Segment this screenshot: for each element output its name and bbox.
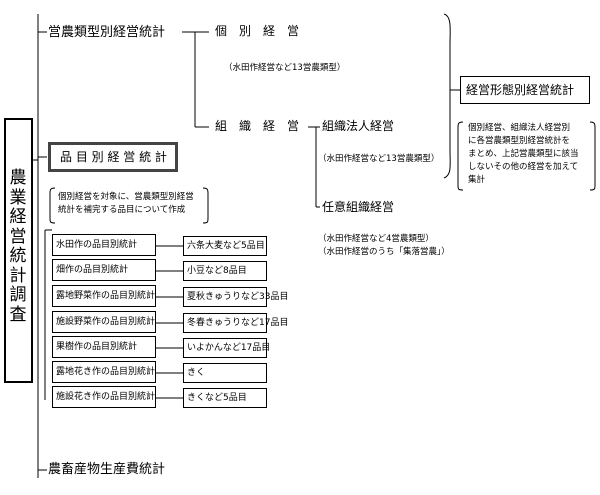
- product-name-box: [52, 386, 156, 408]
- root-char: 農: [9, 168, 27, 188]
- product-name: 施設花き作の品目別統計: [56, 392, 156, 402]
- root-char: 営: [9, 226, 27, 247]
- product-name: 露地花き作の品目別統計: [56, 367, 156, 377]
- root-char: 査: [9, 304, 27, 325]
- product-detail-box: [183, 236, 267, 256]
- root-char: 計: [9, 265, 27, 286]
- voluntary-note-2: （水田作経営のうち「集落営農」）: [318, 247, 450, 257]
- individual-note: （水田作経営など13営農類型）: [224, 63, 346, 73]
- product-detail: きくなど5品目: [187, 393, 247, 403]
- by-item-note-line: 統計を補完する品目について作成: [58, 205, 186, 215]
- product-detail: 六条大麦など5品目: [187, 241, 265, 251]
- root-char: 経: [9, 207, 27, 227]
- root-char: 調: [9, 285, 27, 305]
- product-name-box: [52, 259, 156, 281]
- corporate-note: （水田作経営など13営農類型）: [318, 154, 440, 164]
- voluntary-note-1: （水田作経営など4営農類型）: [318, 234, 434, 244]
- product-detail: いよかんなど17品目: [187, 343, 271, 353]
- root-char: 統: [9, 246, 27, 266]
- individual-label: 個 別 経 営: [215, 24, 300, 38]
- product-detail-box: [183, 388, 267, 408]
- product-detail-box: [183, 313, 267, 333]
- product-name: 露地野菜作の品目別統計: [56, 291, 156, 301]
- by-form-label: 経営形態別経営統計: [466, 83, 575, 97]
- product-detail: 冬春きゅうりなど17品目: [187, 318, 289, 328]
- product-detail: 夏秋きゅうりなど33品目: [187, 292, 289, 302]
- root-node-label: 農 業 経 営 統 計 調 査: [8, 168, 28, 325]
- organization-label: 組 織 経 営: [215, 119, 300, 133]
- by-form-note-line: 集計: [468, 175, 486, 185]
- product-name: 畑作の品目別統計: [56, 265, 129, 275]
- corporate-label: 組織法人経営: [322, 119, 395, 133]
- livestock-label: 農畜産物生産費統計: [48, 462, 166, 477]
- by-form-note-line: 個別経営、組織法人経営別: [468, 123, 571, 133]
- product-name-box: [52, 311, 156, 333]
- product-detail-box: [183, 338, 267, 358]
- by-type-label: 営農類型別経営統計: [48, 25, 166, 40]
- by-form-note-line: しないその他の経営を加えて: [468, 162, 579, 172]
- product-detail-box: [183, 287, 267, 307]
- voluntary-label: 任意組織経営: [322, 200, 395, 214]
- by-item-label: 品 目 別 経 営 統 計: [60, 150, 167, 164]
- product-name-box: [52, 234, 156, 256]
- product-detail-box: [183, 261, 267, 281]
- product-name: 果樹作の品目別統計: [56, 342, 138, 352]
- product-detail: 小豆など8品目: [187, 266, 247, 276]
- by-item-note-line: 個別経営を対象に、営農類型別経営: [58, 192, 194, 202]
- product-detail: きく: [187, 368, 206, 378]
- product-name-box: [52, 336, 156, 358]
- product-name: 施設野菜作の品目別統計: [56, 317, 156, 327]
- by-form-box: [460, 76, 590, 104]
- by-item-box: [48, 142, 178, 172]
- root-node-box: [4, 118, 33, 383]
- product-name-box: [52, 285, 156, 307]
- product-detail-box: [183, 363, 267, 383]
- by-form-note-line: に各営農類型別経営統計を: [468, 136, 571, 146]
- root-char: 業: [9, 187, 27, 208]
- product-name-box: [52, 361, 156, 383]
- product-name: 水田作の品目別統計: [56, 240, 138, 250]
- by-form-note-line: まとめ、上記営農類型に該当: [468, 149, 579, 159]
